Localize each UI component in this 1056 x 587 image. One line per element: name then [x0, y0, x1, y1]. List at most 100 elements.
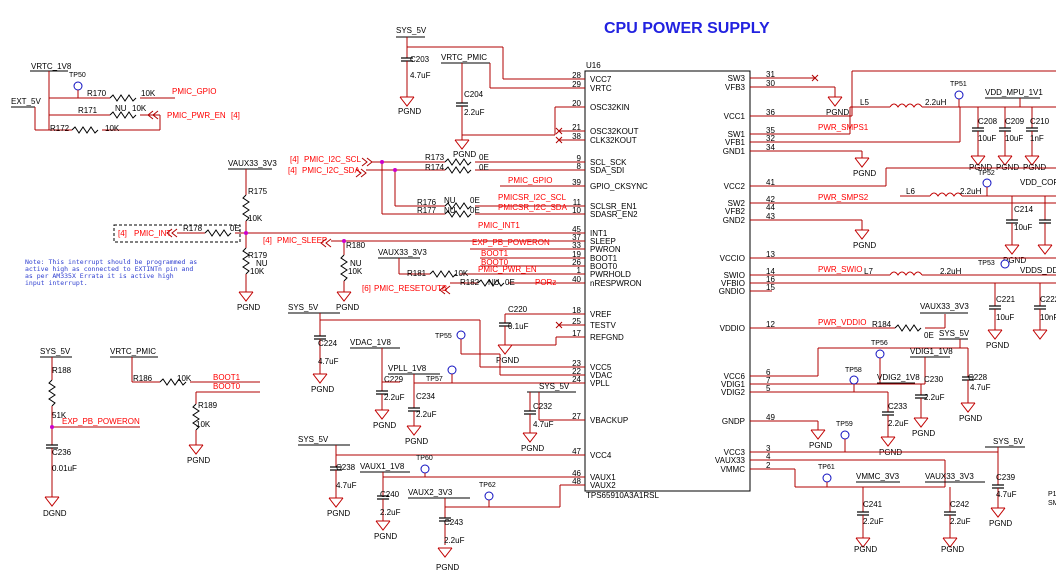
signal-boot0-left: BOOT0 [213, 382, 241, 391]
r170-ref: R170 [87, 89, 107, 98]
chip-pin-number: 29 [572, 80, 581, 89]
c230-ref: C230 [924, 375, 944, 384]
r181-value: 10K [454, 269, 469, 278]
signal-pmicsr-i2c-sda: PMICSR_I2C_SDA [498, 203, 568, 212]
chip-pin-number: 14 [766, 267, 775, 276]
signal-pmic-pwr-en: PMIC_PWR_EN [167, 111, 226, 120]
c240-value: 2.2uF [380, 508, 401, 517]
chip-pin-number: 33 [572, 241, 581, 250]
tp61-testpoint [822, 473, 832, 483]
c239-value: 4.7uF [996, 490, 1017, 499]
r181-ref: R181 [407, 269, 427, 278]
chip-pin-name: nRESPWRON [590, 279, 642, 288]
c236-value: 0.01uF [52, 464, 77, 473]
chip-pin-name: VDDIO [720, 324, 745, 333]
l7-value: 2.2uH [940, 267, 962, 276]
c208-value: 10uF [978, 134, 996, 143]
net-vmmc-3v3: VMMC_3V3 [856, 472, 900, 481]
signal-pwr-smps2: PWR_SMPS2 [818, 193, 869, 202]
chip-pin-number: 18 [572, 306, 581, 315]
signal-porz: PORz [535, 278, 556, 287]
chip-pin-number: 42 [766, 195, 775, 204]
c234-value: 2.2uF [416, 410, 437, 419]
chip-pin-number: 17 [572, 329, 581, 338]
tp58-label: TP58 [845, 367, 862, 374]
chip-pin-name: VAUX2 [590, 481, 616, 490]
chip-pin-number: 6 [766, 368, 771, 377]
chip-pin-number: 21 [572, 123, 581, 132]
chip-pin-name: VAUX33 [715, 456, 746, 465]
pgnd-c230: PGND [912, 429, 935, 438]
c243-value: 2.2uF [444, 536, 465, 545]
c221-ref: C221 [996, 295, 1016, 304]
tp57-testpoint [447, 365, 457, 375]
r171-ref: R171 [78, 106, 98, 115]
chip-pin-number: 7 [766, 376, 771, 385]
r173-ref: R173 [425, 153, 445, 162]
chip-pin-number: 26 [572, 258, 581, 267]
chip-pin-name: REFGND [590, 333, 624, 342]
net-sys5v-vcc4: SYS_5V [298, 435, 329, 444]
chip-pin-name: SW2 [728, 199, 746, 208]
net-vaux33-right: VAUX33_3V3 [920, 302, 969, 311]
chip-pin-number: 27 [572, 412, 581, 421]
r180-nu: NU [350, 259, 362, 268]
ref-pmic-pwr-en: [4] [231, 111, 240, 120]
tp59-label: TP59 [836, 421, 853, 428]
c243-ref: C243 [444, 518, 464, 527]
chip-pin-name: GPIO_CKSYNC [590, 182, 648, 191]
c234-ref: C234 [416, 392, 436, 401]
chip-pin-name: BOOT0 [590, 262, 618, 271]
r175-ref: R175 [248, 187, 268, 196]
chip-pin-name: SLEEP [590, 237, 616, 246]
chip-pin-name: VCC2 [724, 182, 746, 191]
tp50-label: TP50 [69, 72, 86, 79]
c238-value: 4.7uF [336, 481, 357, 490]
pgnd-c220: PGND [496, 356, 519, 365]
chip-pin-name: SW3 [728, 74, 746, 83]
r172-ref: R172 [50, 124, 70, 133]
pgnd-gndp: PGND [809, 441, 832, 450]
r177-nu: NU [444, 206, 456, 215]
chip-pin-number: 9 [577, 154, 582, 163]
tp62-testpoint [484, 491, 494, 501]
pgnd-c242: PGND [941, 545, 964, 554]
chip-pin-number: 31 [766, 70, 775, 79]
c222-ref: C222 [1040, 295, 1056, 304]
r180-ref: R180 [346, 241, 366, 250]
chip-pin-name: VBACKUP [590, 416, 628, 425]
chip-pin-name: GND1 [723, 147, 746, 156]
chip-pin-name: GND2 [723, 216, 746, 225]
c242-value: 2.2uF [950, 517, 971, 526]
c240-ref: C240 [380, 490, 400, 499]
net-vdds-dd: VDDS_DD [1020, 266, 1056, 275]
chip-pin-name: CLK32KOUT [590, 136, 637, 145]
ref-i2c-scl: [4] [290, 155, 299, 164]
pgnd-gnd2: PGND [853, 241, 876, 250]
signal-pmic-int: PMIC_INT [134, 229, 171, 238]
pgnd-r180: PGND [336, 303, 359, 312]
signal-pmic-i2c-sda: PMIC_I2C_SDA [302, 166, 360, 175]
pgnd-c204: PGND [453, 150, 476, 159]
tp52-testpoint [982, 178, 992, 188]
c214-ref: C214 [1014, 205, 1034, 214]
chip-pin-name: SCL_SCK [590, 158, 627, 167]
ref-pmic-sleep: [4] [263, 236, 272, 245]
signal-boot1: BOOT1 [481, 249, 509, 258]
net-vdd-core: VDD_COR [1020, 178, 1056, 187]
pgnd-c221: PGND [986, 341, 1009, 350]
chip-pin-name: SCLSR_EN1 [590, 202, 637, 211]
pgnd-c229: PGND [373, 421, 396, 430]
chip-pin-number: 12 [766, 320, 775, 329]
chip-pin-number: 24 [572, 375, 581, 384]
r179-value: 10K [250, 267, 265, 276]
dgnd-c236: DGND [43, 509, 67, 518]
net-vaux33-mid: VAUX33_3V3 [378, 248, 427, 257]
c229-ref: C229 [384, 375, 404, 384]
r174-value: 0E [479, 163, 489, 172]
chip-pin-name: VCCIO [720, 254, 745, 263]
c222-value: 10nF [1040, 313, 1056, 322]
net-vdig2-1v8: VDIG2_1V8 [877, 373, 920, 382]
c210-ref: C210 [1030, 117, 1050, 126]
signal-boot1-left: BOOT1 [213, 373, 241, 382]
